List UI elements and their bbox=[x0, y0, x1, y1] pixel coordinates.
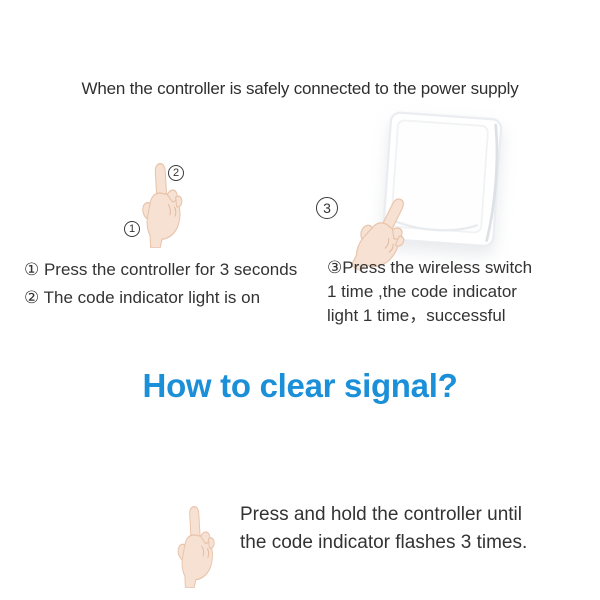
clear-signal-instruction-line1: Press and hold the controller until bbox=[240, 504, 522, 525]
step-1-marker: 1 bbox=[124, 221, 140, 237]
clear-signal-heading: How to clear signal? bbox=[142, 367, 458, 404]
switch-step-text: ③Press the wireless switch 1 time ,the c… bbox=[327, 256, 532, 328]
step-3-text-line3: light 1 time，successful bbox=[327, 306, 506, 325]
controller-steps-text: ① Press the controller for 3 seconds ② T… bbox=[24, 256, 297, 312]
wireless-wall-switch-icon bbox=[372, 108, 510, 256]
clear-signal-instruction: Press and hold the controller until the … bbox=[240, 501, 527, 557]
step-3-marker: 3 bbox=[316, 197, 338, 219]
pointing-hand-icon bbox=[170, 503, 218, 588]
step-1-text: ① Press the controller for 3 seconds bbox=[24, 260, 298, 279]
step-3-text-line1: ③Press the wireless switch bbox=[327, 258, 533, 277]
step-2-marker: 2 bbox=[168, 165, 184, 181]
step-2-text: ② The code indicator light is on bbox=[24, 288, 261, 307]
step-3-text-line2: 1 time ,the code indicator bbox=[327, 282, 517, 301]
pairing-intro-text: When the controller is safely connected … bbox=[81, 79, 519, 98]
clear-signal-instruction-line2: the code indicator flashes 3 times. bbox=[240, 532, 528, 553]
